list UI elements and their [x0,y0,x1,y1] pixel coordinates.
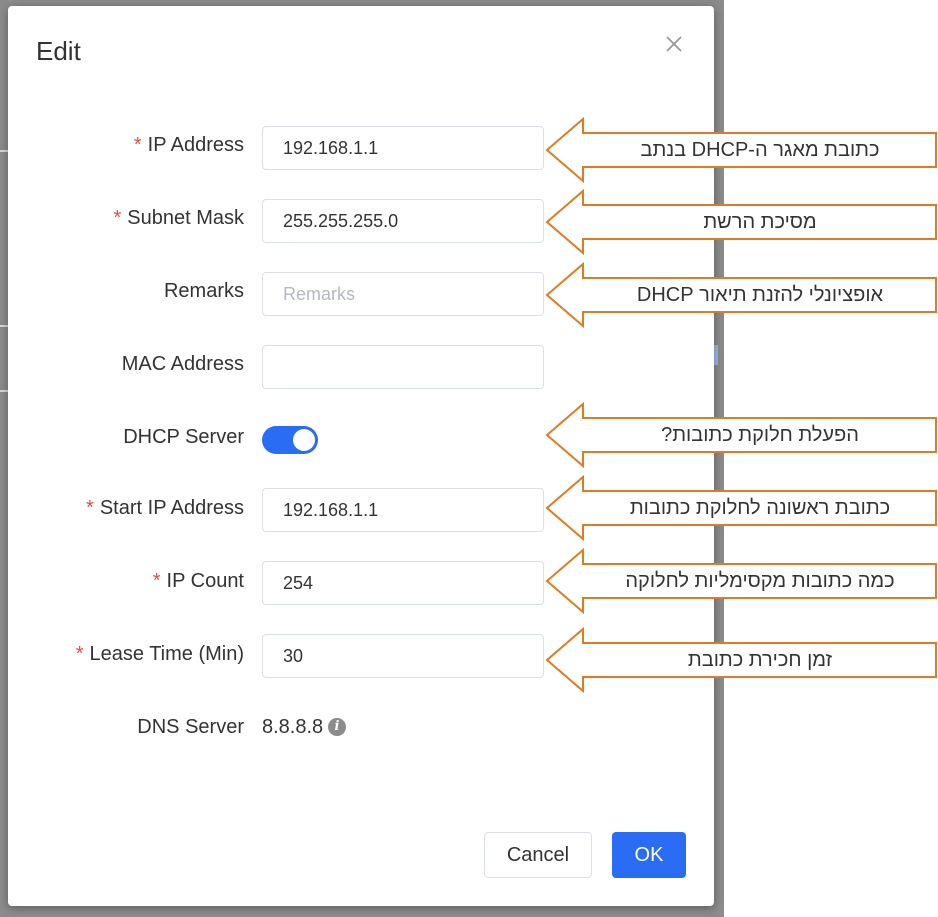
callout-arrow-shape [545,402,937,468]
toggle-knob [293,429,315,451]
callout-arrow-shape [545,627,937,693]
annotation-callout: כמה כתובות מקסימליות לחלוקה [545,548,938,614]
subnet-mask-label: *Subnet Mask [4,207,244,230]
required-marker: * [86,497,94,519]
background-fragment [714,345,718,365]
required-marker: * [133,134,142,156]
lease-time-label-text: Lease Time (Min) [89,643,245,665]
required-marker: * [152,570,161,592]
callout-text: הפעלת חלוקת כתובות? [661,423,859,446]
callout-text: כתובת ראשונה לחלוקת כתובות [629,496,891,519]
background-fragment [0,325,8,327]
callout-arrow-shape [545,189,937,255]
cancel-button[interactable]: Cancel [484,832,592,878]
subnet-mask-label-text: Subnet Mask [127,207,244,229]
close-button[interactable] [662,32,686,56]
required-marker: * [75,643,84,665]
background-fragment [0,390,8,392]
dns-server-label: DNS Server [137,716,244,738]
ip-address-label: *IP Address [4,134,244,157]
remarks-input[interactable] [262,272,544,316]
subnet-mask-input[interactable] [262,199,544,243]
annotation-callout: זמן חכירת כתובת [545,627,938,693]
background-fragment [0,150,8,152]
lease-time-label: *Lease Time (Min) [4,643,244,666]
dns-server-value: 8.8.8.8 [262,716,324,738]
mac-address-input[interactable] [262,345,544,389]
start-ip-input[interactable] [262,488,544,532]
annotation-callout: אופציונלי להזנת תיאור DHCP [545,262,938,328]
annotation-callout: כתובת ראשונה לחלוקת כתובות [545,475,938,541]
dhcp-server-toggle[interactable] [262,426,318,454]
lease-time-input[interactable] [262,634,544,678]
callout-text: אופציונלי להזנת תיאור DHCP [636,283,884,306]
dialog-title: Edit [36,36,81,66]
callout-arrow-shape [545,475,937,541]
ip-count-label-text: IP Count [166,570,244,592]
mac-address-label: MAC Address [121,353,244,375]
ip-address-input[interactable] [262,126,544,170]
ok-button[interactable]: OK [612,832,686,878]
callout-arrow-shape [545,548,937,614]
info-icon[interactable]: i [328,718,346,736]
callout-text: מסיכת הרשת [703,210,817,233]
callout-text: כמה כתובות מקסימליות לחלוקה [625,569,895,592]
close-icon [666,36,682,52]
annotation-callout: הפעלת חלוקת כתובות? [545,402,938,468]
callout-text: כתובת מאגר ה-DHCP בנתב [640,138,880,161]
ip-count-label: *IP Count [4,570,244,593]
callout-text: זמן חכירת כתובת [687,648,833,671]
remarks-label: Remarks [163,280,244,302]
callout-arrow-shape [545,117,937,183]
ip-address-label-text: IP Address [147,134,244,156]
annotation-callout: מסיכת הרשת [545,189,938,255]
callout-arrow-shape [545,262,937,328]
start-ip-label-text: Start IP Address [99,497,244,519]
start-ip-label: *Start IP Address [4,497,244,520]
ip-count-input[interactable] [262,561,544,605]
annotation-callout: כתובת מאגר ה-DHCP בנתב [545,117,938,183]
required-marker: * [113,207,122,229]
dhcp-server-label: DHCP Server [123,426,244,448]
